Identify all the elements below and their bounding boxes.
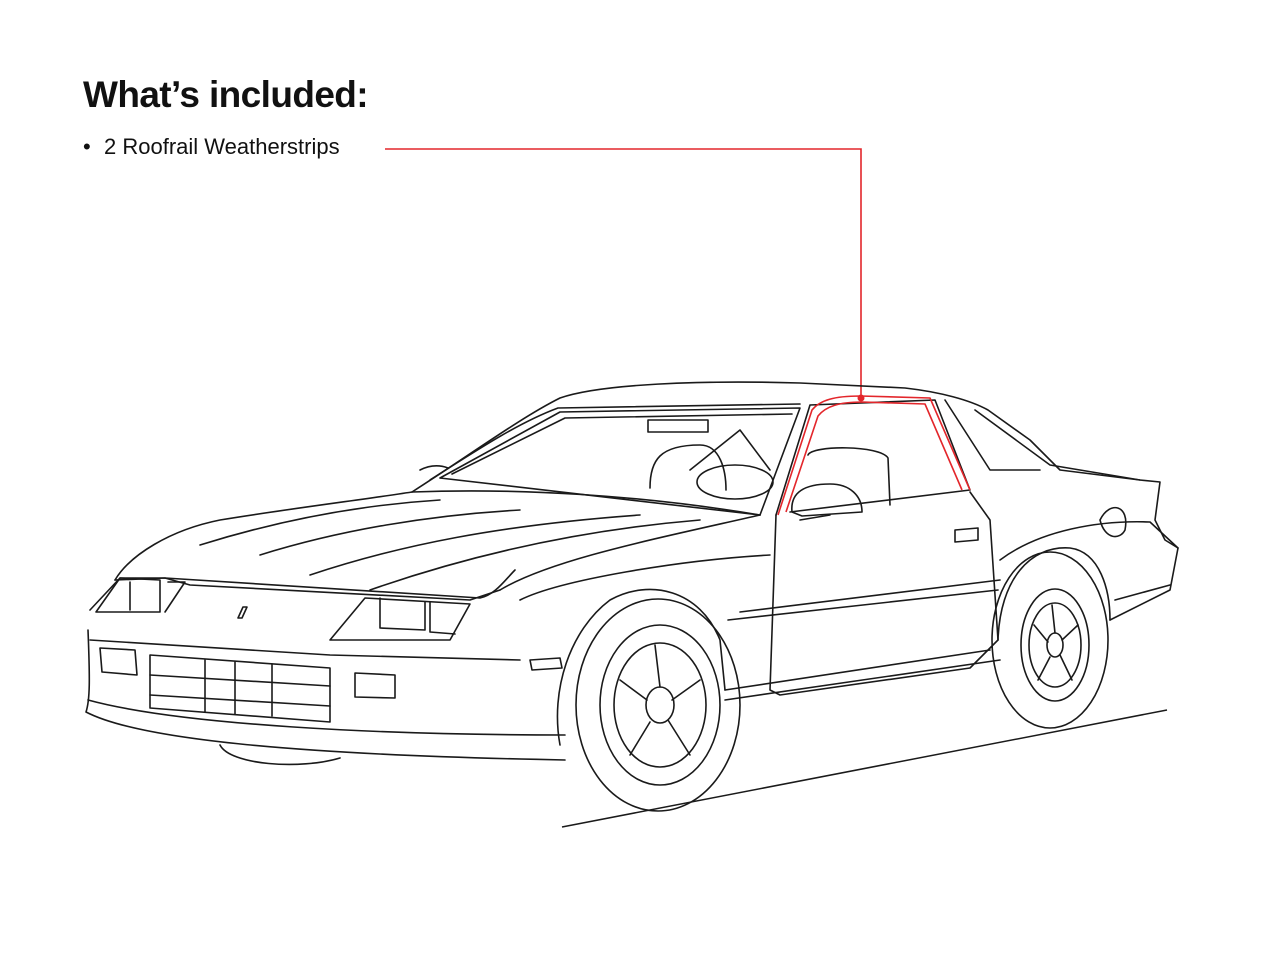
ground-line	[561, 709, 1168, 828]
included-item-roofrail: • 2 Roofrail Weatherstrips	[83, 132, 340, 162]
included-heading: What’s included:	[83, 74, 369, 115]
included-list: • 2 Roofrail Weatherstrips	[83, 132, 340, 162]
roofrail-weatherstrip-highlight	[777, 395, 971, 516]
bullet-icon: •	[83, 134, 91, 159]
included-item-label: 2 Roofrail Weatherstrips	[104, 134, 340, 159]
callout-leader	[385, 148, 865, 402]
car-body	[85, 381, 1179, 812]
